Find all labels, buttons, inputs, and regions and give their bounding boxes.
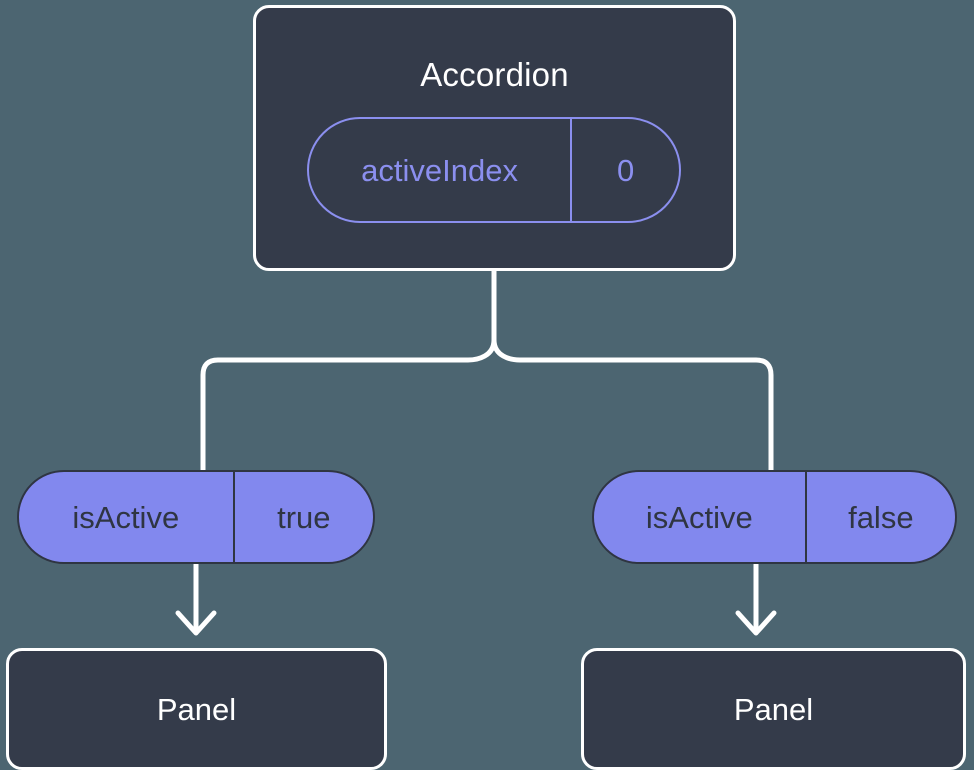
component-box-panel-right[interactable]: Panel <box>581 648 966 770</box>
prop-pill-is-active-true[interactable]: isActive true <box>17 470 375 564</box>
connector-branch-left <box>200 337 497 473</box>
arrow-left-head-icon <box>175 610 217 636</box>
panel-right-title: Panel <box>733 691 814 727</box>
panel-left-title: Panel <box>156 691 237 727</box>
prop-pill-key: isActive <box>645 499 753 535</box>
accordion-title: Accordion <box>420 56 569 93</box>
prop-pill-value: false <box>804 472 955 562</box>
state-pill-value: 0 <box>570 119 679 221</box>
connector-branch-right <box>491 337 774 473</box>
arrow-right-head-icon <box>735 610 777 636</box>
state-pill-key: activeIndex <box>361 152 518 188</box>
component-box-panel-left[interactable]: Panel <box>6 648 387 770</box>
prop-pill-key: isActive <box>72 499 180 535</box>
state-pill-active-index[interactable]: activeIndex 0 <box>307 117 681 223</box>
prop-pill-value: true <box>232 472 373 562</box>
prop-pill-is-active-false[interactable]: isActive false <box>592 470 957 564</box>
